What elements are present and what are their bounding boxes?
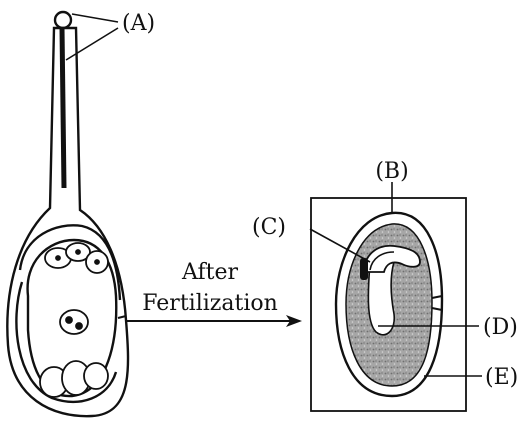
pollen-tube	[62, 28, 64, 188]
pollen-grain	[55, 12, 71, 28]
embryo-cavity	[368, 262, 394, 335]
fertilization-arrow	[126, 315, 302, 327]
pistil	[7, 12, 128, 416]
caption-after: After	[181, 260, 239, 285]
polar-nuclei	[60, 310, 88, 334]
label-b: (B)	[375, 159, 408, 184]
caption-fertilization: Fertilization	[142, 291, 278, 316]
seed	[336, 213, 442, 396]
label-e: (E)	[485, 365, 518, 390]
label-c: (C)	[252, 215, 286, 240]
label-a: (A)	[122, 11, 155, 36]
label-d: (D)	[483, 315, 518, 340]
